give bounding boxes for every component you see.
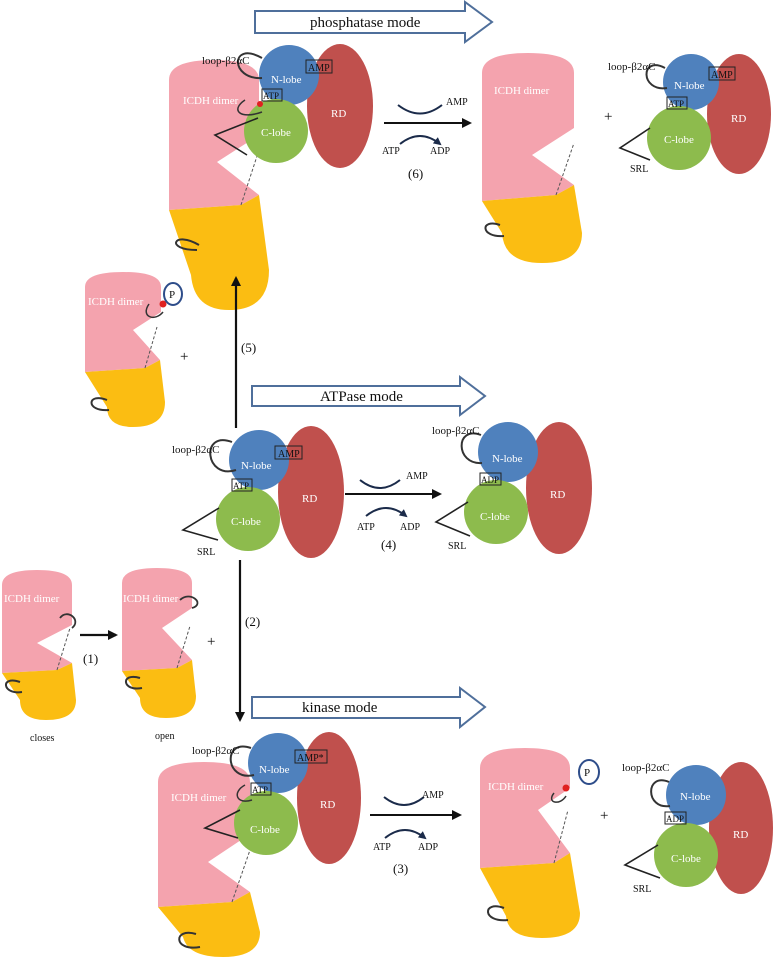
- plus-sign-top: +: [604, 109, 612, 125]
- atpase-mode-label: ATPase mode: [320, 389, 403, 405]
- atp-label-k: ATP: [252, 785, 268, 795]
- rd-label-k: RD: [320, 799, 335, 811]
- phosphatase-mode-banner: phosphatase mode: [254, 0, 494, 44]
- icdh-closes: [2, 570, 77, 720]
- phosphate-label-right: P: [584, 767, 590, 779]
- plus-sign-left: +: [180, 349, 188, 365]
- n-lobe-label-m: N-lobe: [241, 460, 272, 472]
- reaction-6: AMP ATP ADP (6): [382, 97, 472, 181]
- c-lobe-label-k: C-lobe: [250, 824, 280, 836]
- amp-label: AMP: [308, 63, 330, 74]
- adp-label-mr: ADP: [481, 475, 499, 485]
- icdh-phosphorylated-right: [480, 748, 580, 938]
- rd-label: RD: [331, 108, 346, 120]
- loop-label-kr: loop-β2αC: [622, 762, 669, 774]
- step-1-label: (1): [83, 651, 98, 666]
- step-3-label: (3): [393, 861, 408, 876]
- acek-free-bottom: loop-β2αC N-lobe C-lobe RD ADP SRL: [622, 762, 773, 895]
- phosphate-ring-left: [163, 282, 183, 306]
- step-4-label: (4): [381, 537, 396, 552]
- phosphatase-complex-left: ICDH dimer loop-β2αC N-lobe C-lobe RD AM…: [169, 44, 373, 310]
- kinase-mode-banner: kinase mode: [251, 685, 487, 730]
- step-2-label: (2): [245, 614, 260, 629]
- icdh-dimer-label-pl: ICDH dimer: [88, 296, 144, 308]
- c-lobe-label: C-lobe: [261, 127, 291, 139]
- phosphate-ring-right: [578, 759, 600, 785]
- n-lobe-label-k: N-lobe: [259, 764, 290, 776]
- atp-substrate-label: ATP: [382, 146, 400, 157]
- atpase-mode-banner: ATPase mode: [251, 374, 487, 418]
- icdh-lower-shape: [169, 195, 269, 310]
- icdh-dephosphorylated: [482, 53, 582, 263]
- amp-label-tr: AMP: [711, 70, 733, 81]
- reaction-4: AMP ATP ADP (4): [345, 471, 442, 552]
- amp-product-label: AMP: [446, 97, 468, 108]
- atp-substrate-label-4: ATP: [357, 522, 375, 533]
- loop-label-m: loop-β2αC: [172, 444, 219, 456]
- phosphate-label-left: P: [169, 289, 175, 301]
- adp-product-label: ADP: [430, 146, 450, 157]
- kinase-complex-left: ICDH dimer loop-β2αC N-lobe C-lobe RD AM…: [158, 732, 361, 957]
- amp-product-label-4: AMP: [406, 471, 428, 482]
- icdh-phosphorylated-left: [85, 272, 167, 427]
- loop-label-k: loop-β2αC: [192, 745, 239, 757]
- icdh-open: [122, 568, 199, 718]
- open-label: open: [155, 731, 174, 742]
- step-6-label: (6): [408, 166, 423, 181]
- icdh-dimer-label-open: ICDH dimer: [123, 593, 179, 605]
- acek-free-top: loop-β2αC N-lobe C-lobe RD AMP ATP SRL: [608, 54, 771, 175]
- atp-label: ATP: [263, 91, 279, 101]
- srl-label-tr: SRL: [630, 164, 648, 175]
- n-lobe-label-mr: N-lobe: [492, 453, 523, 465]
- reaction-3: AMP ATP ADP (3): [370, 790, 462, 876]
- closes-label: closes: [30, 733, 55, 744]
- icdh-dimer-label-tr: ICDH dimer: [494, 85, 550, 97]
- adp-label-kr: ADP: [666, 814, 684, 824]
- rd-label-tr: RD: [731, 113, 746, 125]
- icdh-dimer-label-k: ICDH dimer: [171, 792, 227, 804]
- c-lobe: [244, 99, 308, 163]
- c-lobe-label-tr: C-lobe: [664, 134, 694, 146]
- acek-atpase-right: loop-β2αC N-lobe C-lobe RD ADP SRL: [432, 422, 592, 554]
- rd-label-mr: RD: [550, 489, 565, 501]
- srl-label-mr: SRL: [448, 541, 466, 552]
- plus-sign-mid: +: [207, 634, 215, 650]
- atp-label-m: ATP: [233, 481, 249, 491]
- icdh-dimer-label: ICDH dimer: [183, 95, 239, 107]
- atp-label-tr: ATP: [668, 99, 684, 109]
- step-5-label: (5): [241, 340, 256, 355]
- srl-label-kr: SRL: [633, 884, 651, 895]
- loop-label-mr: loop-β2αC: [432, 425, 479, 437]
- plus-sign-bottom: +: [600, 808, 608, 824]
- phosphatase-mode-label: phosphatase mode: [310, 15, 421, 31]
- n-lobe-label-kr: N-lobe: [680, 791, 711, 803]
- kinase-mode-label: kinase mode: [302, 700, 378, 716]
- acek-atpase-left: loop-β2αC N-lobe C-lobe RD AMP ATP SRL: [172, 426, 344, 558]
- rd-label-m: RD: [302, 493, 317, 505]
- c-lobe-label-m: C-lobe: [231, 516, 261, 528]
- atp-substrate-label-3: ATP: [373, 842, 391, 853]
- adp-product-label-3: ADP: [418, 842, 438, 853]
- c-lobe-label-kr: C-lobe: [671, 853, 701, 865]
- loop-label: loop-β2αC: [202, 55, 249, 67]
- rd-domain: [307, 44, 373, 168]
- c-lobe-label-mr: C-lobe: [480, 511, 510, 523]
- adp-product-label-4: ADP: [400, 522, 420, 533]
- loop-label-tr: loop-β2αC: [608, 61, 655, 73]
- srl-label-m: SRL: [197, 547, 215, 558]
- rd-label-kr: RD: [733, 829, 748, 841]
- amp-star-label-k: AMP*: [297, 753, 324, 764]
- n-lobe-label-tr: N-lobe: [674, 80, 705, 92]
- amp-product-label-3: AMP: [422, 790, 444, 801]
- n-lobe-label: N-lobe: [271, 74, 302, 86]
- icdh-dimer-label-kr: ICDH dimer: [488, 781, 544, 793]
- amp-label-m: AMP: [278, 449, 300, 460]
- icdh-dimer-label-closes: ICDH dimer: [4, 593, 60, 605]
- n-lobe: [259, 45, 319, 105]
